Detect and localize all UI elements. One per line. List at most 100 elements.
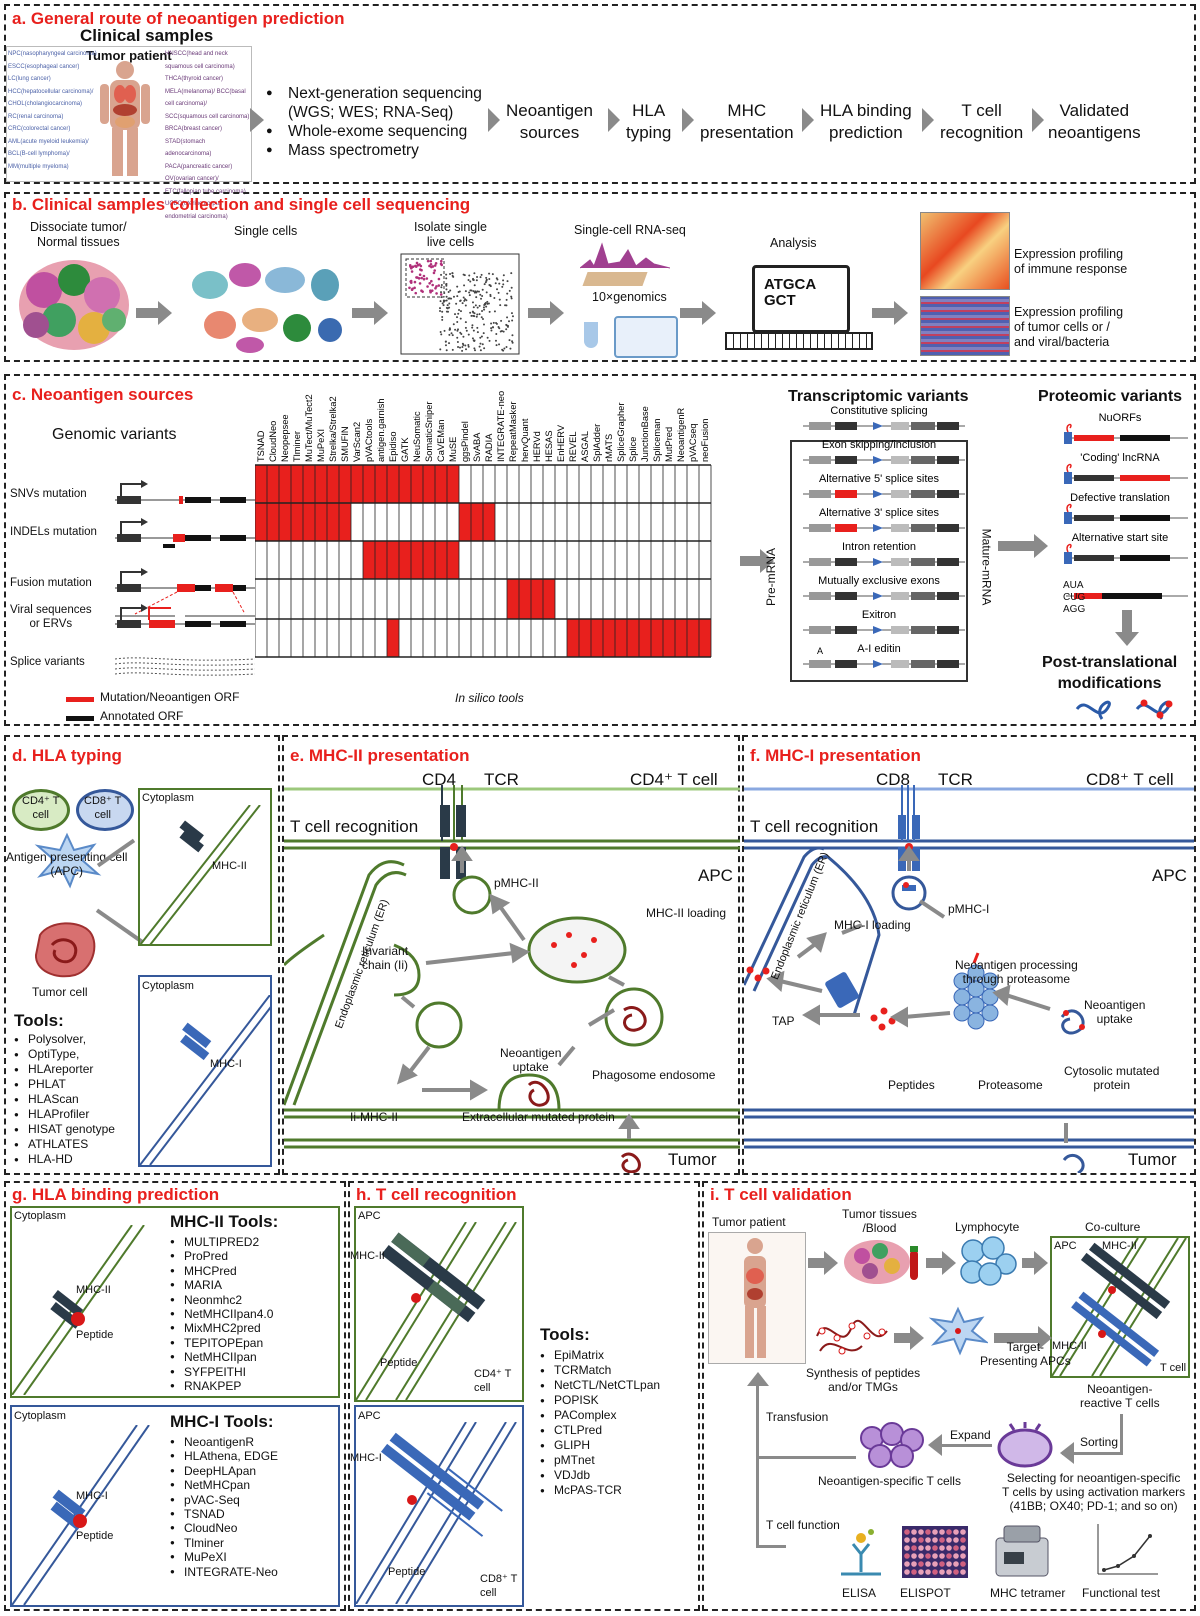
transcript-label: Mutually exclusive exons: [818, 575, 940, 587]
arrow-route: [922, 108, 934, 132]
i-sort-line-v: [1120, 1414, 1123, 1454]
bullet-icon: ●: [266, 144, 273, 156]
bullet-icon: ●: [266, 125, 273, 137]
tool-label: SYFPEITHI: [184, 1364, 247, 1379]
h-apc-label-1: APC: [358, 1210, 381, 1222]
transcript-label: Alternative 3' splice sites: [819, 507, 940, 519]
h-mhc2-label: MHC-II: [350, 1250, 385, 1262]
i-coculture-complex: [1052, 1238, 1187, 1376]
tool-label: OptiType,: [28, 1047, 80, 1061]
tool-label: NetMHCIIpan4.0: [184, 1307, 274, 1322]
route-step-line: recognition: [940, 123, 1024, 142]
variant-row-text: SNVs mutation: [10, 488, 87, 500]
i-reactive-label: Neoantigen-reactive T cells: [1080, 1382, 1160, 1410]
panel-b: [4, 192, 1196, 362]
clinical-samples-label: Clinical samples: [80, 26, 214, 45]
h-mhc1-box: [354, 1405, 524, 1607]
tool-name-label: pVACtools: [364, 418, 374, 462]
tool-label: CloudNeo: [184, 1521, 238, 1536]
scrna-peaks: [580, 242, 670, 269]
tool-item: ●HISAT genotype: [14, 1122, 115, 1137]
tumor-label-f: Tumor: [1128, 1150, 1177, 1169]
panel-i-title: i. T cell validation: [710, 1185, 852, 1204]
elisa-icon: [841, 1529, 881, 1576]
arrow-c2: [1034, 534, 1048, 558]
tool-name-label: VarScan2: [352, 422, 362, 462]
bullet-icon: ●: [170, 1494, 175, 1504]
bullet-icon: ●: [540, 1411, 545, 1420]
tool-item: ● NeoantigenR: [170, 1435, 278, 1449]
g-cytoplasm-2: Cytoplasm: [14, 1410, 66, 1422]
proteomic-title: Proteomic variants: [1038, 388, 1183, 405]
a-editing-label: A: [817, 646, 823, 656]
methods-list: ●Next-generation sequencing(WGS; WES; RN…: [266, 84, 482, 160]
mhc2-presentation-diagram: [284, 785, 740, 1173]
t-cell-recognition-e: T cell recognition: [290, 817, 419, 836]
tcr-label-f: TCR: [938, 770, 973, 789]
tool-item: ●TEPITOPEpan: [170, 1336, 273, 1350]
i-sorted-cell: [997, 1422, 1053, 1468]
apc-label-f: APC: [1152, 866, 1187, 885]
panel-d-title: d. HLA typing: [12, 746, 122, 765]
tool-item: ●MHCPred: [170, 1264, 273, 1278]
bullet-icon: ●: [170, 1437, 175, 1446]
transcriptomic-title: Transcriptomic variants: [788, 388, 969, 405]
panel-e-title: e. MHC-II presentation: [290, 746, 470, 765]
body-figure: [100, 61, 150, 176]
bullet-icon: ●: [14, 1095, 19, 1104]
sequencer-machine: [614, 316, 678, 358]
tool-name-label: NeuSomatic: [412, 411, 422, 462]
tool-name-label: MuTect/MuTect2: [304, 394, 314, 462]
bullet-icon: ●: [14, 1155, 19, 1164]
hla-tools-title: Tools:: [14, 1011, 64, 1030]
bullet-icon: ●: [170, 1552, 175, 1562]
cancer-type-label: THCA(thyroid cancer): [165, 76, 224, 82]
arrow-i5-shaft: [994, 1333, 1040, 1343]
variant-row-text: Viral sequences: [10, 604, 92, 616]
tool-label: ATHLATES: [28, 1137, 89, 1151]
tool-item: ● TCRMatch: [540, 1363, 660, 1378]
i-coculture-box: [1050, 1236, 1190, 1378]
cd8t-label: CD8⁺ T cell: [1086, 770, 1174, 789]
cancer-type-label: HNSCC(head and neck squamous cell carcin…: [165, 51, 235, 70]
bullet-icon: ●: [170, 1381, 175, 1391]
tool-item: ●PHLAT: [14, 1077, 115, 1092]
arrow-b2: [374, 301, 388, 325]
bullet-icon: ●: [540, 1441, 545, 1450]
tool-name-label: ASGAL: [580, 431, 590, 462]
cancer-type-label: STAD(stomach adenocarcinoma): [165, 138, 212, 158]
method-item: ●Next-generation sequencing: [266, 84, 482, 103]
i-lympho-label: Lymphocyte: [955, 1220, 1020, 1234]
tool-label: HLAthena, EDGE: [184, 1449, 279, 1464]
proteomic-label: NuORFs: [1099, 412, 1142, 424]
tool-name-label: CaVEMan: [436, 420, 446, 462]
bullet-icon: ●: [540, 1366, 545, 1375]
tool-item: ●DeepHLApan: [170, 1464, 278, 1478]
tool-label: NetMHCIIpan: [184, 1350, 257, 1365]
variant-row-label: INDELs mutation: [10, 525, 97, 539]
route-step-line: sources: [519, 123, 580, 142]
bullet-icon: ●: [540, 1381, 545, 1390]
tool-item: ●NetCTL/NetCTLpan: [540, 1378, 660, 1393]
arrow-c1: [760, 549, 774, 573]
bullet-icon: ●: [540, 1471, 545, 1480]
g-mhc1-label: MHC-I: [76, 1490, 108, 1502]
variant-row-label: Fusion mutation: [10, 576, 92, 590]
pre-mrna-label: Pre-mRNA: [764, 547, 779, 607]
arrow-b2-shaft: [352, 308, 376, 318]
tool-item: ●pMTnet: [540, 1453, 660, 1468]
g-peptide-label-1: Peptide: [76, 1329, 114, 1341]
cancer-type-label: OV(ovarian cancer)/ FTC(fallopian tube c…: [165, 176, 246, 195]
variant-row-text: Splice variants: [10, 656, 85, 668]
route-step-line: HLA: [632, 101, 666, 120]
method-item: (WGS; WES; RNA-Seq): [266, 103, 482, 122]
tool-label: NeoantigenR: [184, 1435, 255, 1449]
tool-name-label: REVEL: [568, 432, 578, 463]
tool-label: TCRMatch: [554, 1363, 612, 1377]
g-mhc2-membrane: [12, 1225, 145, 1395]
mhc2-tools-title: MHC-II Tools:: [170, 1212, 279, 1231]
cd4t-label: CD4⁺ T cell: [630, 770, 718, 789]
